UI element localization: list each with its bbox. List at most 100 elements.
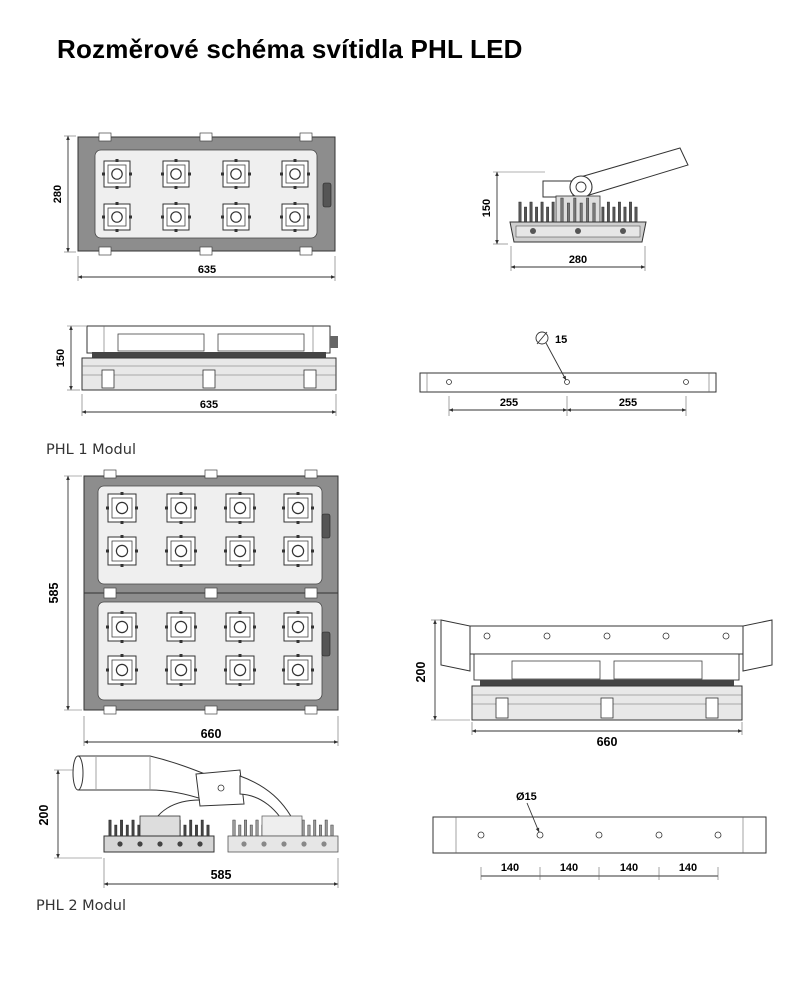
m1-bracket-spacing-right-label: 255 bbox=[619, 397, 637, 409]
caption-phl-2-modul: PHL 2 Modul bbox=[36, 898, 126, 914]
heatsink-fin bbox=[634, 206, 638, 223]
heatsink-fin bbox=[189, 819, 193, 837]
fixing-screw bbox=[301, 841, 307, 847]
led-module bbox=[161, 202, 191, 232]
m1-bracket-spacing-dimension: 255 255 bbox=[448, 396, 687, 416]
m1-front-width-dimension: 635 bbox=[77, 256, 336, 281]
m1-top-width-label: 635 bbox=[200, 399, 218, 411]
m1-side-height-label: 150 bbox=[481, 199, 493, 217]
m2-top-width-dimension: 660 bbox=[471, 722, 743, 749]
heatsink-fin bbox=[601, 206, 605, 223]
heatsink-fin bbox=[131, 819, 135, 837]
led-module bbox=[165, 654, 197, 686]
m1-side-width-dimension: 280 bbox=[510, 246, 646, 271]
m2-front-height-label: 585 bbox=[47, 583, 61, 604]
led-module bbox=[224, 492, 256, 524]
heatsink-fin bbox=[206, 824, 210, 837]
m1-side-height-dimension: 150 bbox=[481, 171, 545, 245]
fixing-screw bbox=[261, 841, 267, 847]
m1-bracket-hole-label: 15 bbox=[555, 334, 567, 346]
heatsink-core bbox=[139, 815, 181, 837]
caption-phl-1-modul: PHL 1 Modul bbox=[46, 442, 136, 458]
heatsink-fin bbox=[249, 824, 253, 837]
m2-bracket: Ø15 bbox=[432, 791, 767, 854]
m1-front-height-dimension: 280 bbox=[52, 135, 76, 253]
m2-side-view bbox=[72, 755, 339, 853]
heatsink-fin bbox=[524, 206, 527, 223]
led-module bbox=[282, 535, 314, 567]
heatsink-fin bbox=[200, 819, 204, 837]
led-module bbox=[224, 611, 256, 643]
led-module bbox=[280, 159, 310, 189]
led-module bbox=[282, 654, 314, 686]
m2-side-height-label: 200 bbox=[37, 805, 51, 826]
heatsink-fin bbox=[195, 824, 198, 837]
led-module bbox=[102, 159, 132, 189]
m2-top-view bbox=[440, 619, 773, 721]
heatsink-fin bbox=[108, 819, 112, 837]
heatsink-fin bbox=[629, 201, 632, 223]
m1-front-width-label: 635 bbox=[198, 264, 216, 276]
m2-top-height-label: 200 bbox=[414, 662, 428, 683]
fixing-screw bbox=[157, 841, 163, 847]
heatsink-fin bbox=[586, 197, 590, 223]
heatsink-core bbox=[261, 815, 303, 837]
led-module bbox=[224, 654, 256, 686]
m2-bracket-spacing-4-label: 140 bbox=[679, 862, 697, 874]
led-module bbox=[282, 611, 314, 643]
m1-front-height-label: 280 bbox=[52, 185, 64, 203]
heatsink-fin bbox=[324, 819, 328, 837]
led-module bbox=[106, 535, 138, 567]
fixing-screw bbox=[241, 841, 247, 847]
led-module bbox=[165, 611, 197, 643]
fixing-screw bbox=[177, 841, 183, 847]
led-module bbox=[221, 159, 251, 189]
heatsink-fin bbox=[573, 197, 577, 223]
m2-front-view bbox=[83, 469, 339, 715]
heatsink-fin bbox=[313, 819, 317, 837]
heatsink-fin bbox=[529, 201, 533, 223]
m1-bracket-spacing-left-label: 255 bbox=[500, 397, 518, 409]
fixing-screw bbox=[197, 841, 203, 847]
m2-top-height-dimension: 200 bbox=[414, 619, 470, 721]
m2-side-height-dimension: 200 bbox=[37, 769, 102, 859]
led-module bbox=[280, 202, 310, 232]
heatsink-fin bbox=[125, 824, 129, 837]
led-module bbox=[106, 611, 138, 643]
m2-bracket-hole-label: Ø15 bbox=[516, 791, 537, 803]
fixing-screw bbox=[137, 841, 143, 847]
heatsink-fin bbox=[330, 824, 334, 837]
m2-top-width-label: 660 bbox=[597, 735, 618, 749]
m1-bracket: 15 bbox=[419, 331, 717, 393]
m2-bracket-spacing-dimension: 140 140 140 140 bbox=[480, 862, 719, 880]
led-module bbox=[106, 492, 138, 524]
m2-front-width-dimension: 660 bbox=[83, 716, 339, 746]
heatsink-fin bbox=[518, 201, 522, 223]
m2-bracket-spacing-1-label: 140 bbox=[501, 862, 519, 874]
heatsink-fin bbox=[120, 819, 123, 837]
page-title: Rozměrové schéma svítidla PHL LED bbox=[57, 34, 523, 64]
m2-front-height-dimension: 585 bbox=[47, 475, 82, 711]
m2-side-width-dimension: 585 bbox=[103, 858, 339, 888]
heatsink-fin bbox=[560, 197, 564, 223]
heatsink-fin bbox=[579, 202, 583, 223]
m1-top-height-dimension: 150 bbox=[55, 325, 86, 391]
m1-top-view bbox=[81, 325, 338, 391]
heatsink-fin bbox=[319, 824, 322, 837]
heatsink-fin bbox=[592, 202, 596, 223]
m2-bracket-spacing-3-label: 140 bbox=[620, 862, 638, 874]
heatsink-fin bbox=[238, 824, 242, 837]
m2-front-width-label: 660 bbox=[201, 727, 222, 741]
heatsink-fin bbox=[114, 824, 118, 837]
m1-side-view bbox=[509, 147, 689, 243]
led-module bbox=[165, 535, 197, 567]
heatsink-fin bbox=[612, 206, 616, 223]
m1-top-height-label: 150 bbox=[55, 349, 67, 367]
led-module bbox=[106, 654, 138, 686]
led-module bbox=[161, 159, 191, 189]
m1-front-view bbox=[77, 132, 336, 256]
heatsink-fin bbox=[183, 824, 187, 837]
fixing-screw bbox=[281, 841, 287, 847]
m2-side-width-label: 585 bbox=[211, 868, 232, 882]
m1-side-width-label: 280 bbox=[569, 254, 587, 266]
